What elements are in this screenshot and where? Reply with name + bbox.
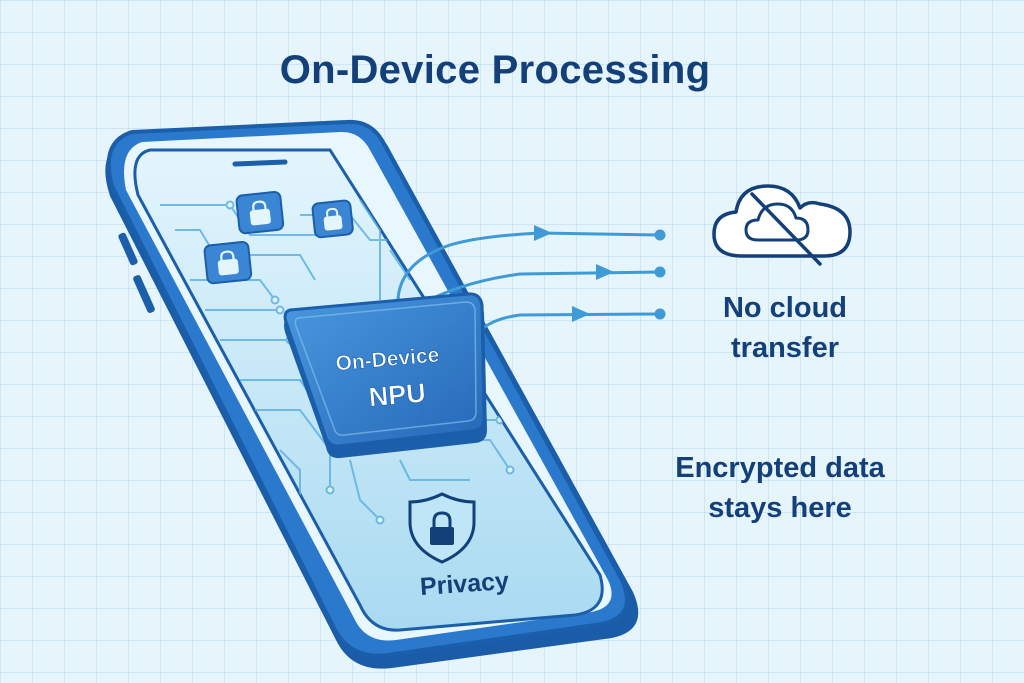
arrow-end-dot: [654, 308, 666, 320]
circuit-trace: [399, 459, 470, 481]
circuit-node: [375, 515, 385, 525]
circuit-trace: [349, 459, 381, 521]
phone-side-button: [133, 275, 155, 313]
cloud-off-icon: [712, 184, 852, 266]
circuit-node: [270, 295, 280, 305]
chip-label-line2: NPU: [368, 378, 427, 413]
arrow-end-dot: [654, 229, 666, 241]
phone-speaker: [232, 159, 288, 167]
circuit-trace: [255, 409, 331, 490]
shield-lock-icon: [408, 492, 476, 564]
chip-highlight: [294, 301, 477, 436]
lock-icon: [217, 250, 239, 276]
encrypted-line1: Encrypted data: [675, 452, 885, 484]
arrow-line: [396, 231, 661, 301]
circuit-node: [275, 305, 285, 315]
lock-app-icon: [203, 240, 253, 285]
chip-body: [283, 292, 486, 448]
privacy-label: Privacy: [419, 567, 510, 601]
npu-chip: On-Device NPU: [283, 292, 487, 459]
lock-icon: [323, 207, 343, 231]
circuit-node: [325, 485, 335, 495]
phone-side-button: [118, 232, 138, 266]
lock-app-icon: [235, 190, 285, 235]
no-cloud-transfer-label: No cloud transfer: [680, 288, 890, 368]
page-title: On-Device Processing: [279, 48, 711, 92]
lock-icon: [249, 200, 271, 226]
no-cloud-line2: transfer: [731, 332, 839, 364]
arrow-icon: [534, 225, 614, 322]
circuit-trace: [359, 199, 381, 300]
arrow-line: [468, 312, 661, 346]
arrow-end-dot: [654, 266, 666, 278]
encrypted-data-label: Encrypted data stays here: [640, 448, 920, 528]
no-cloud-line1: No cloud: [722, 292, 848, 324]
encrypted-line2: stays here: [708, 492, 852, 524]
circuit-node: [505, 465, 515, 475]
lock-app-icon: [311, 199, 354, 239]
circuit-node: [225, 200, 235, 210]
